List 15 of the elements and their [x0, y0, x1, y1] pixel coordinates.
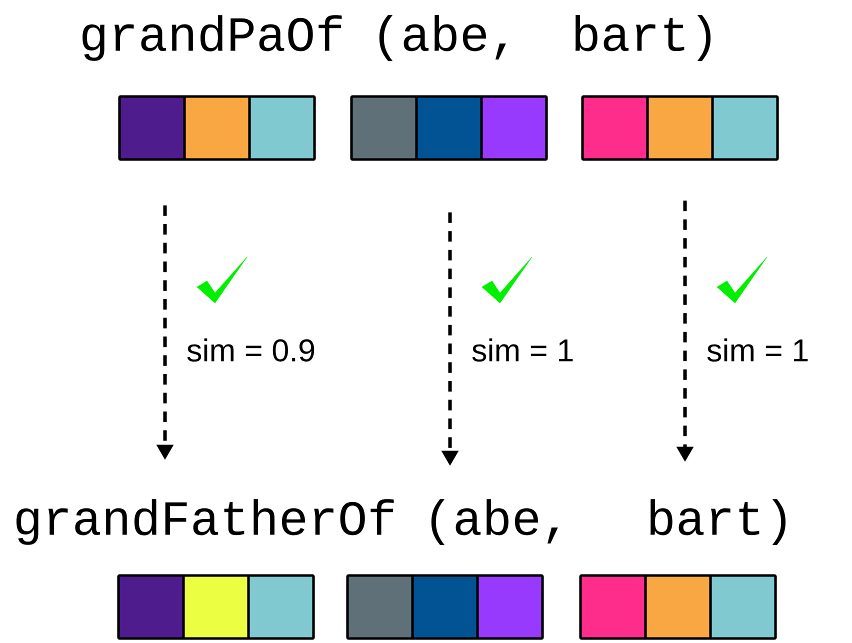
vector-bar [581, 95, 779, 161]
vector-bar [346, 574, 544, 640]
edge-label: sim = 1 [707, 338, 808, 362]
term-text: (abe, [379, 15, 506, 61]
term-text: grandFatherOf [16, 499, 394, 545]
term-text: grandPaOf [82, 15, 342, 61]
term-text: bart) [576, 15, 711, 61]
edge-label: sim = 0.9 [187, 338, 314, 362]
vector-bar [118, 95, 316, 161]
term-text: bart) [650, 499, 786, 545]
vector-bar [579, 574, 777, 640]
vector-bar [117, 574, 315, 640]
vector-bar [350, 95, 548, 161]
term-text: (abe, [431, 499, 558, 545]
edge-label: sim = 1 [472, 338, 573, 362]
